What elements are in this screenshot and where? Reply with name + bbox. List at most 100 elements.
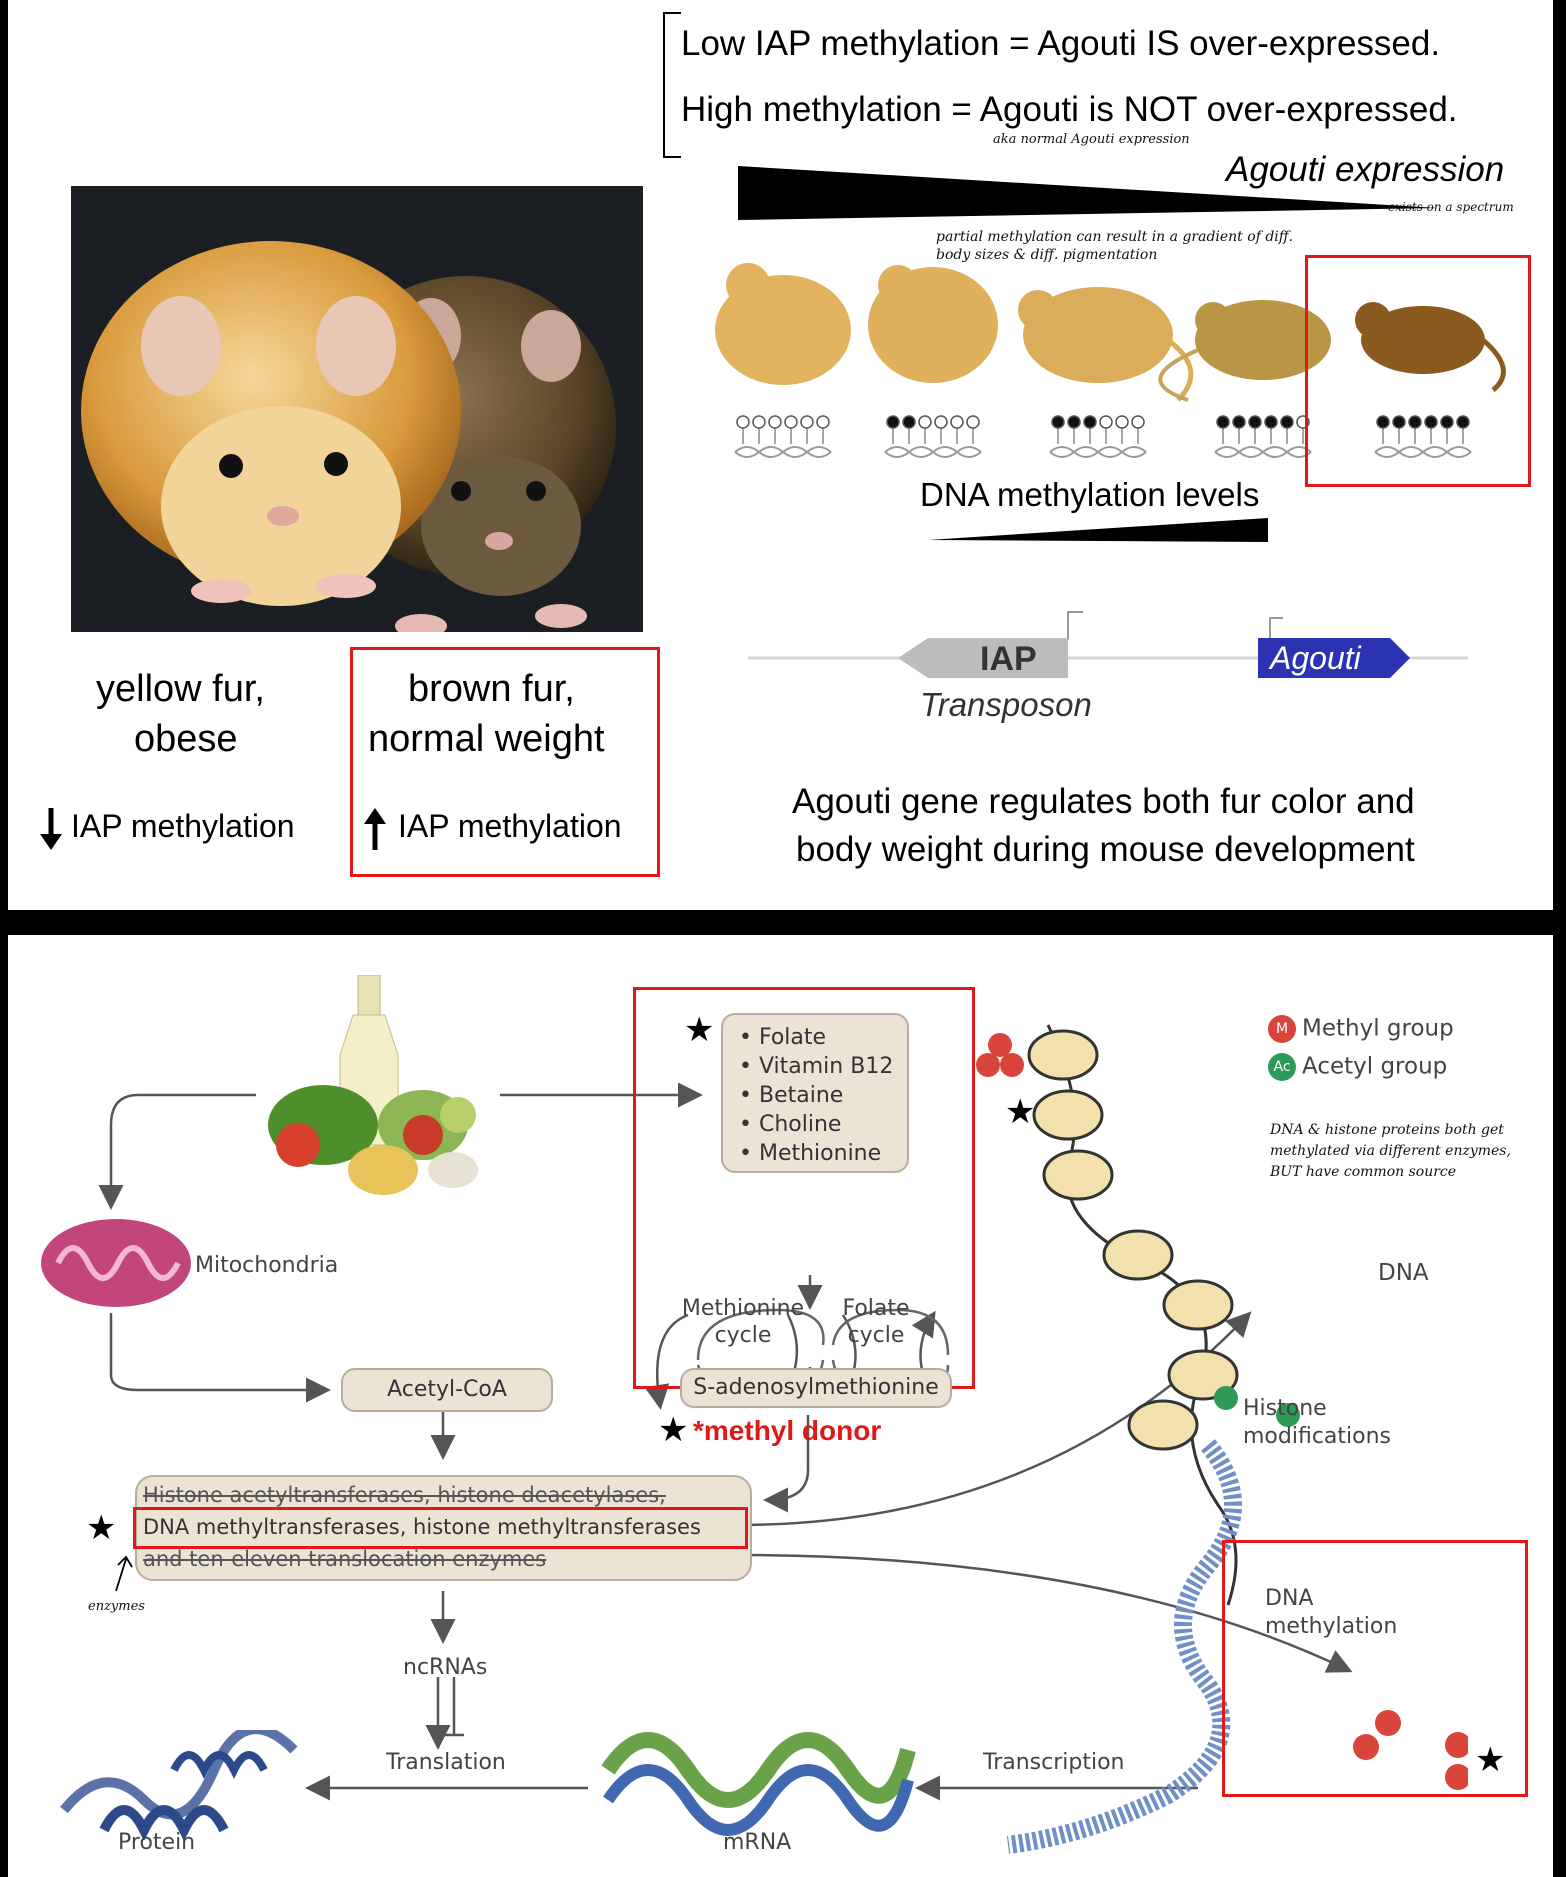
unmethylated-site <box>800 415 814 429</box>
methylated-site <box>1232 415 1246 429</box>
legend-acetyl-label: Acetyl group <box>1302 1053 1448 1080</box>
methylated-site <box>1067 415 1081 429</box>
enzyme-line-1: Histone acetyltransferases, histone deac… <box>143 1483 666 1507</box>
agouti-expression-label: Agouti expression <box>1226 150 1505 189</box>
down-iap-methylation: IAP methylation <box>71 808 295 844</box>
protein-icon <box>60 1730 298 1840</box>
folate-cycle-label: Folate cycle <box>842 1296 910 1348</box>
chromatin-fiber <box>976 1024 1468 1854</box>
mice-photo <box>71 186 643 632</box>
unmethylated-site <box>966 415 980 429</box>
methylated-site <box>886 415 900 429</box>
methionine-cycle-label: Methionine cycle <box>681 1296 805 1348</box>
iap-label: IAP <box>980 640 1037 678</box>
dna-helix-mini <box>734 446 832 458</box>
handwritten-spectrum: exists on a spectrum <box>1388 200 1514 214</box>
enzyme-line-3: and ten-eleven translocation enzymes <box>143 1547 547 1571</box>
nutrient-item: • Vitamin B12 <box>739 1054 894 1079</box>
protein-label: Protein <box>118 1830 196 1855</box>
methylation-wedge <box>928 518 1268 542</box>
star-dna-methylation: ★ <box>1475 1741 1506 1779</box>
star-methyl-donor: ★ <box>658 1411 689 1449</box>
yellow-caption-line-2: obese <box>134 718 238 760</box>
regulates-line-2: body weight during mouse development <box>796 830 1415 869</box>
unmethylated-site <box>950 415 964 429</box>
mouse-silhouette-2 <box>868 265 998 383</box>
yellow-caption-line-1: yellow fur, <box>96 668 265 710</box>
note-line-1: Low IAP methylation = Agouti IS over-exp… <box>681 24 1441 63</box>
acetyl-dot-icon: Ac <box>1268 1053 1296 1081</box>
up-arrow-icon <box>364 808 386 850</box>
dna-helix-mini <box>884 446 982 458</box>
down-arrow-icon <box>40 808 62 850</box>
brown-caption-line-1: brown fur, <box>408 668 575 710</box>
methyl-dot-icon: M <box>1268 1015 1296 1043</box>
mouse-silhouette-3 <box>1018 287 1194 402</box>
star-nutrients: ★ <box>684 1011 715 1049</box>
dna-methylation-highlight-box <box>1222 1540 1528 1797</box>
unmethylated-site <box>1099 415 1113 429</box>
dna-methylation-levels-label: DNA methylation levels <box>920 476 1260 513</box>
nutrient-item: • Methionine <box>739 1141 882 1166</box>
dna-helix-mini <box>1374 446 1472 458</box>
acetyl-coa-pill: Acetyl-CoA <box>341 1368 553 1412</box>
sam-pill: S-adenosylmethionine <box>680 1368 952 1408</box>
translation-label: Translation <box>386 1750 506 1775</box>
mouse-gradient-row <box>715 263 1506 458</box>
methylated-site <box>902 415 916 429</box>
unmethylated-site <box>784 415 798 429</box>
methylated-site <box>1264 415 1278 429</box>
dna-helix-mini <box>1049 446 1147 458</box>
mrna-icon <box>601 1732 916 1836</box>
methylated-site <box>1376 415 1390 429</box>
unmethylated-site <box>934 415 948 429</box>
regulates-line-1: Agouti gene regulates both fur color and <box>792 782 1415 821</box>
methylated-site <box>1216 415 1230 429</box>
unmethylated-site <box>918 415 932 429</box>
sam-label: S-adenosylmethionine <box>693 1375 939 1400</box>
methylated-site <box>1280 415 1294 429</box>
methylated-site <box>1392 415 1406 429</box>
agouti-arrow <box>1258 638 1410 678</box>
handwritten-partial-methylation: partial methylation can result in a grad… <box>936 229 1294 263</box>
nutrient-list: • Folate • Vitamin B12 • Betaine • Choline •… <box>739 1023 907 1168</box>
nutrient-item: • Folate <box>739 1025 827 1050</box>
top-panel: Low IAP methylation = Agouti IS over-exp… <box>8 0 1553 910</box>
star-chromatin: ★ <box>1005 1093 1036 1131</box>
histone-modifications-label: Histone modifications <box>1243 1396 1392 1449</box>
brown-mouse-highlight-box <box>1305 255 1531 487</box>
methyl-cluster-icon <box>976 1033 1024 1077</box>
ncrnas-label: ncRNAs <box>403 1655 488 1680</box>
dna-helix-mini <box>1214 446 1312 458</box>
note-bracket <box>663 12 681 158</box>
mouse-silhouette-4 <box>1158 300 1331 402</box>
legend-methyl-label: Methyl group <box>1302 1015 1454 1042</box>
unmethylated-site <box>1131 415 1145 429</box>
dna-methylation-label: DNA methylation <box>1265 1586 1398 1639</box>
unmethylated-site <box>752 415 766 429</box>
methylated-site <box>1424 415 1438 429</box>
agouti-gene-label: Agouti <box>1270 640 1361 676</box>
methyl-donor-label: *methyl donor <box>693 1415 882 1446</box>
mrna-label: mRNA <box>723 1830 792 1855</box>
unmethylated-site <box>736 415 750 429</box>
nutrient-item: • Betaine <box>739 1083 844 1108</box>
unmethylated-site <box>816 415 830 429</box>
methylated-site <box>1440 415 1454 429</box>
enzymes-box <box>135 1475 752 1581</box>
mouse-silhouette-5 <box>1355 302 1506 392</box>
expression-wedge <box>738 166 1438 220</box>
nutrients-box: • Folate • Vitamin B12 • Betaine • Choline •… <box>721 1013 909 1173</box>
dna-methyl-marks <box>1353 1710 1468 1790</box>
note-line-2: High methylation = Agouti is NOT over-ex… <box>681 90 1458 129</box>
methylated-site <box>1248 415 1262 429</box>
unmethylated-site <box>768 415 782 429</box>
star-enzymes: ★ <box>86 1509 117 1547</box>
mitochondria-icon <box>41 1219 191 1307</box>
mice-illustration <box>81 241 616 632</box>
mouse-silhouette-1 <box>715 263 851 385</box>
methylation-lollipops <box>734 415 1472 458</box>
nutrient-item: • Choline <box>739 1112 842 1137</box>
